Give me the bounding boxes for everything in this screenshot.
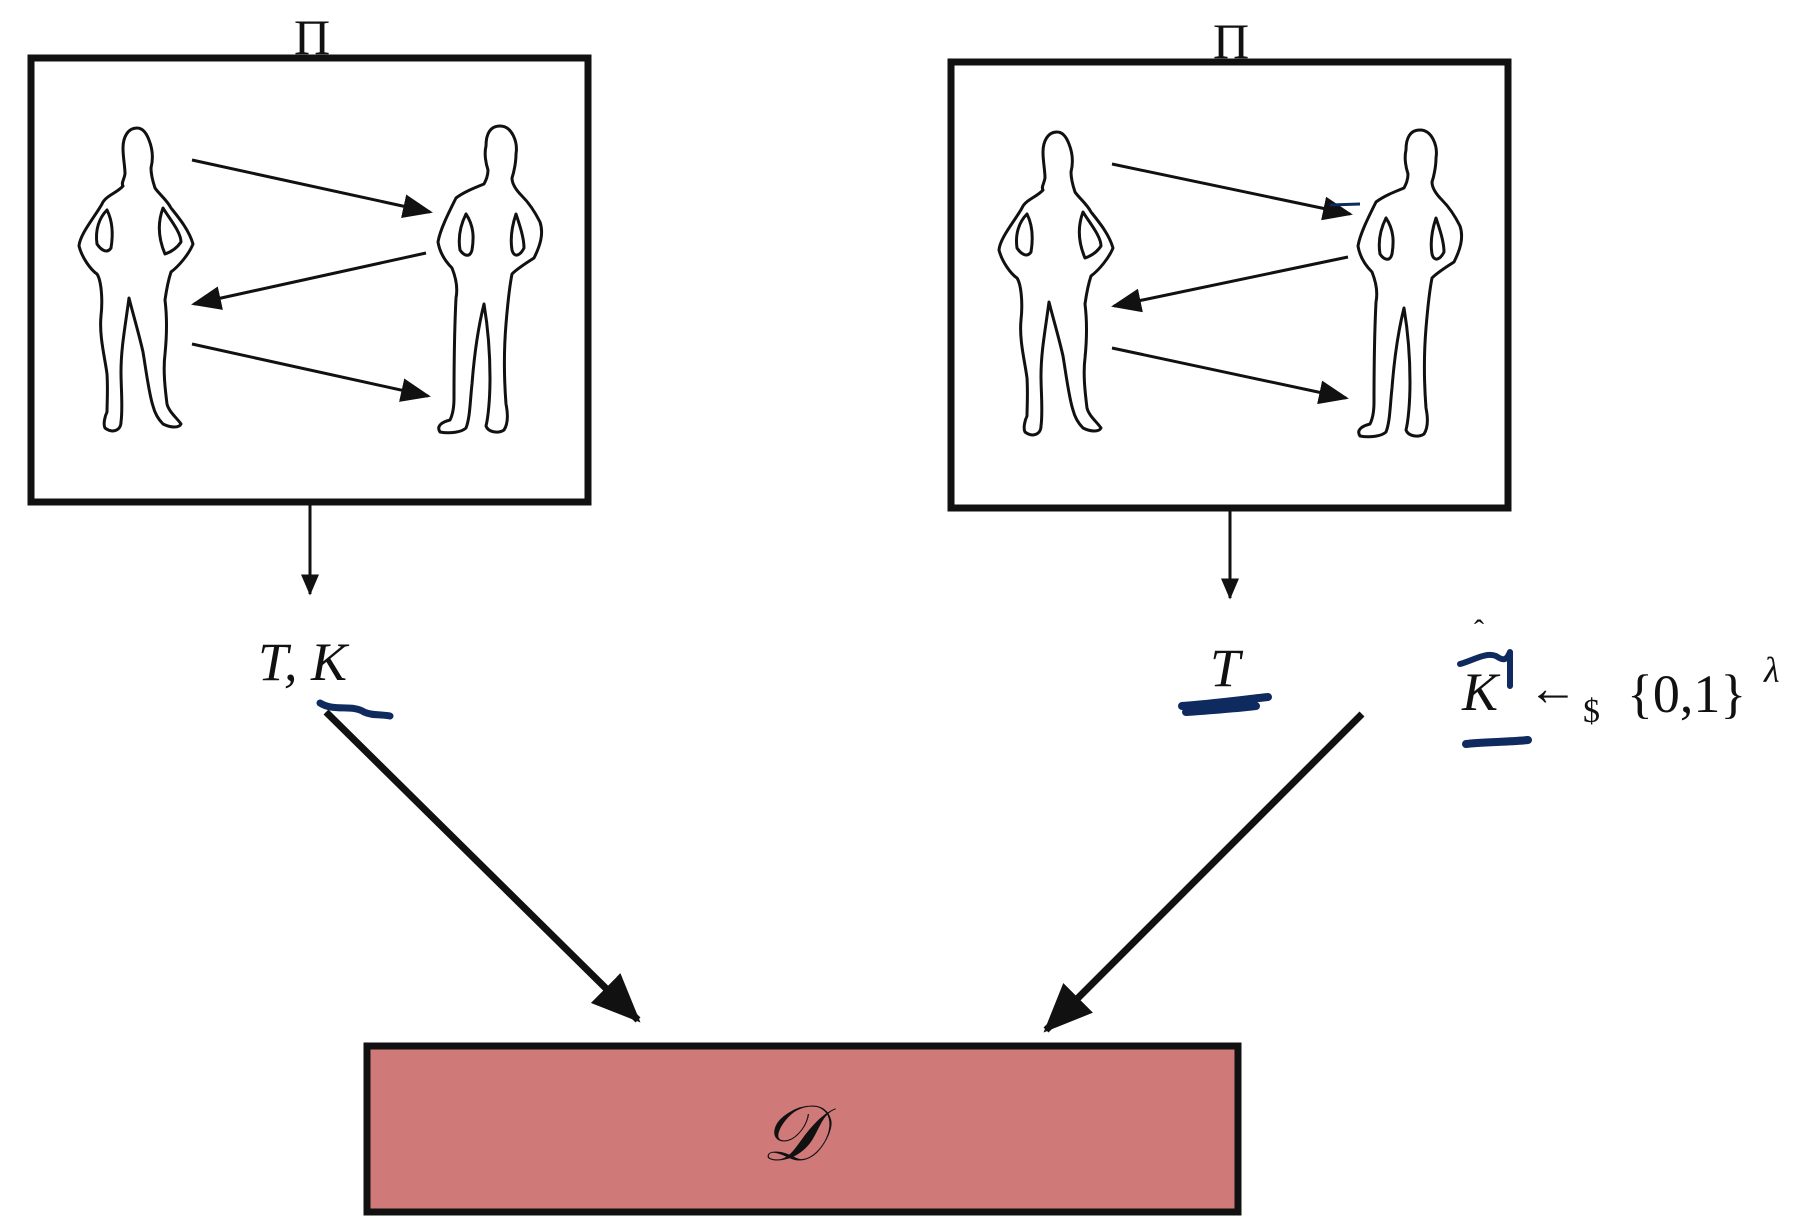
left-message-arrow-3 (191, 342, 431, 402)
right-t-text: T (1210, 638, 1244, 698)
left-output-text: T, K (258, 632, 350, 692)
sample-arrow: ← (1528, 660, 1578, 716)
left-message-arrow-1 (191, 158, 433, 218)
right-protocol-panel: Π (947, 13, 1512, 512)
right-message-arrow-3 (1111, 346, 1349, 405)
right-k-highlight (1462, 736, 1532, 748)
distinguisher-box (363, 1042, 1242, 1216)
right-message-arrow-1 (1111, 162, 1353, 221)
sample-lambda: λ (1763, 650, 1780, 690)
left-message-arrow-2 (191, 251, 427, 310)
right-output-label-group: T K ˆ ← $ {0,1} λ (1178, 614, 1780, 748)
right-k-scribble (1457, 649, 1513, 689)
distinguisher: 𝒟 (363, 1042, 1242, 1216)
sample-dollar: $ (1583, 693, 1600, 730)
left-output-label-group: T, K (258, 632, 394, 720)
sample-set: {0,1} (1627, 664, 1746, 724)
left-k-highlight (316, 699, 394, 720)
right-message-arrow-2 (1111, 255, 1349, 313)
left-to-distinguisher-arrow (323, 709, 641, 1023)
right-to-distinguisher-arrow (1043, 711, 1365, 1033)
left-protocol-panel: Π (27, 9, 592, 506)
right-k-text: K (1461, 662, 1501, 722)
right-k-hat: ˆ (1474, 614, 1484, 647)
right-ink-tick (1329, 202, 1361, 207)
right-t-highlight (1178, 693, 1272, 716)
